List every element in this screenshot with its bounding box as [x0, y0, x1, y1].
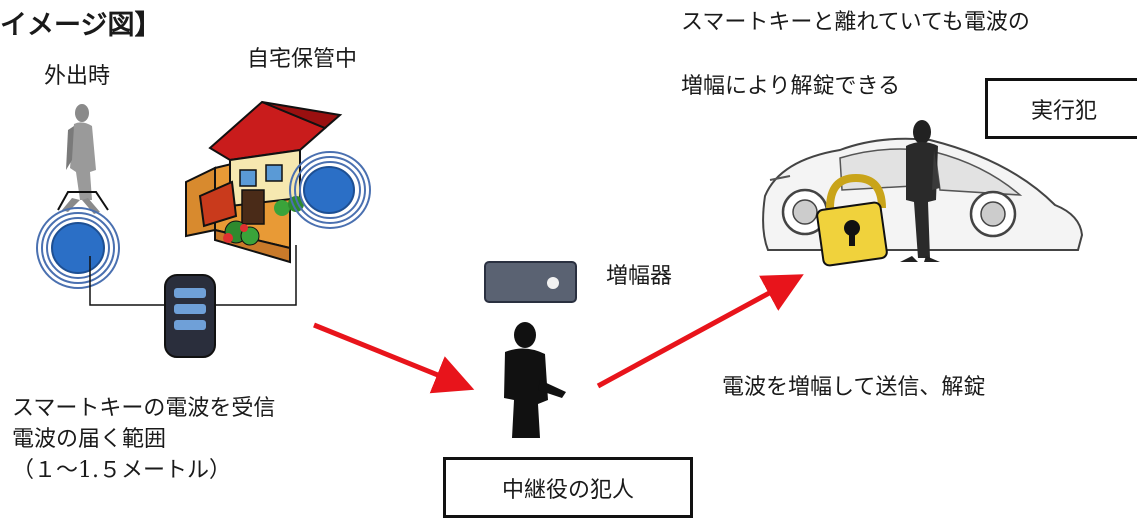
relay-person-icon [504, 322, 566, 438]
label-home-storage: 自宅保管中 [247, 47, 358, 72]
thief-icon [900, 120, 940, 262]
box-executor: 実行犯 [985, 78, 1137, 139]
label-unlock-line2: 増幅により解錠できる [681, 74, 901, 99]
box-relay-criminal: 中継役の犯人 [443, 457, 693, 518]
padlock-icon [816, 173, 888, 267]
arrow-to-relay [313, 322, 475, 394]
label-receive-line2: 電波の届く範囲 [12, 427, 167, 452]
label-outing: 外出時 [44, 64, 111, 89]
house-icon [185, 100, 343, 264]
key-radio-wave-icon [36, 191, 120, 289]
amplifier-icon [484, 261, 577, 303]
home-radio-wave-icon [289, 151, 371, 229]
diagram-heading: イメージ図】 [0, 10, 162, 41]
label-amplify-send: 電波を増幅して送信、解錠 [722, 375, 986, 400]
label-amplifier: 増幅器 [606, 264, 673, 289]
label-receive-line1: スマートキーの電波を受信 [12, 396, 276, 421]
label-unlock-line1: スマートキーと離れていても電波の [681, 10, 1030, 35]
arrow-to-car [596, 274, 804, 389]
person-walking-icon [62, 104, 100, 214]
label-receive-line3: （１～1.５メートル） [12, 458, 231, 483]
smart-key-icon [164, 274, 216, 358]
